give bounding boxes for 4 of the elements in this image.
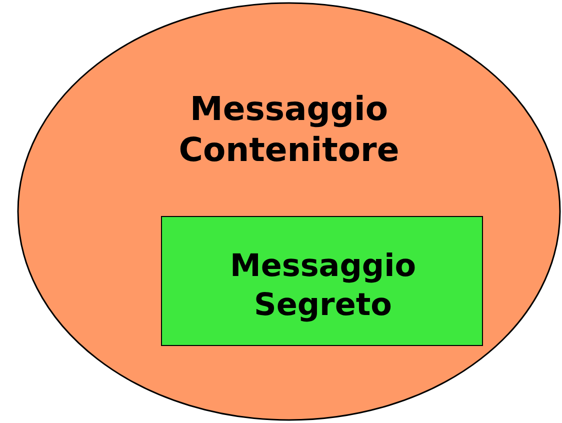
node-label: Messaggio Contenitore [178, 88, 400, 170]
ellipse-shape [17, 2, 561, 421]
node-label: Messaggio Segreto [229, 247, 417, 324]
rectangle-box [161, 216, 483, 346]
